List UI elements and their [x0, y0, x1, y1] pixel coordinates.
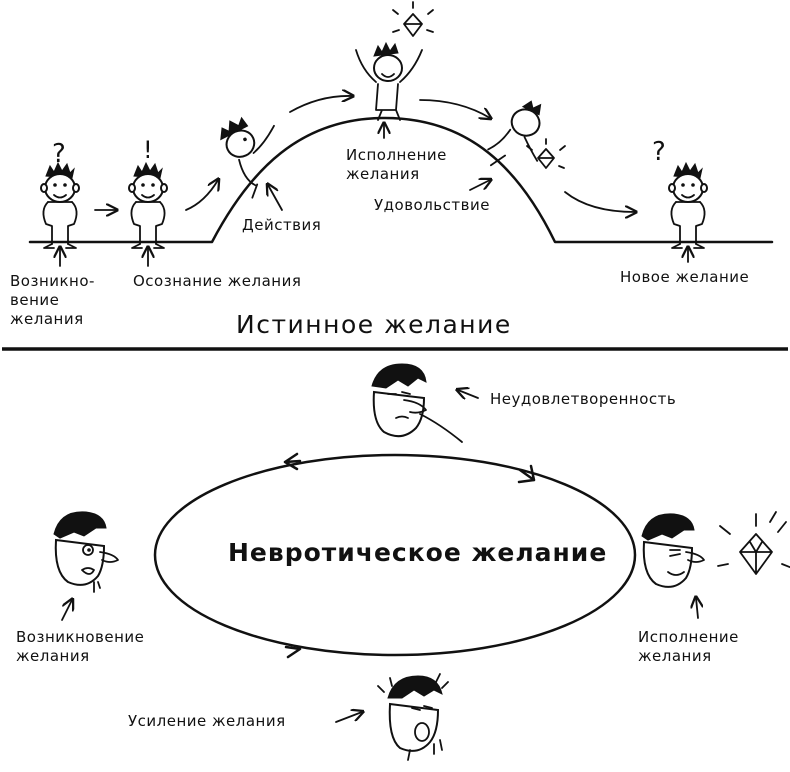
- pointer-arrows-bottom: [61, 390, 698, 723]
- person-satisfaction: [487, 100, 542, 167]
- diamond-top: [392, 1, 434, 37]
- face-arising: [53, 511, 119, 593]
- label-actions: Действия: [242, 216, 322, 234]
- label-arising-top: Возникно- вение желания: [10, 272, 95, 329]
- label-satisfaction: Удовольствие: [374, 196, 490, 214]
- label-fulfillment-top: Исполнение желания: [346, 146, 447, 184]
- person-acting: [220, 116, 275, 199]
- label-arising-bottom-line1: Возникновение: [16, 628, 145, 646]
- flow-arrows-top: [94, 96, 635, 212]
- label-fulfillment-line2: желания: [346, 165, 420, 183]
- person-awareness: [128, 162, 168, 249]
- question-mark-2: ?: [652, 137, 666, 167]
- label-dissatisfaction: Неудовлетворенность: [490, 390, 677, 408]
- exclaim-mark: !: [143, 136, 153, 164]
- diamond-satisfaction: [526, 138, 566, 169]
- face-intensification: [377, 673, 449, 761]
- label-fulfillment-bottom-line1: Исполнение: [638, 628, 739, 646]
- label-fulfillment-bottom-line2: желания: [638, 647, 712, 665]
- question-mark-1: ?: [52, 139, 66, 169]
- face-fulfillment: [641, 513, 705, 588]
- person-arising: [40, 162, 80, 249]
- label-arising-line2: вение: [10, 291, 60, 309]
- label-fulfillment-line1: Исполнение: [346, 146, 447, 164]
- label-arising-bottom-line2: желания: [16, 647, 90, 665]
- label-new-desire: Новое желание: [620, 268, 750, 286]
- title-true-desire: Истинное желание: [236, 310, 512, 339]
- diamond-bottom: [717, 511, 790, 575]
- person-top-joy: [355, 41, 423, 121]
- title-neurotic-desire: Невротическое желание: [228, 538, 608, 567]
- pointer-arrows-top: [60, 124, 688, 267]
- label-fulfillment-bottom: Исполнение желания: [638, 628, 739, 666]
- cycle-ellipse: [153, 452, 637, 659]
- label-arising-line1: Возникно-: [10, 272, 95, 290]
- label-arising-line3: желания: [10, 310, 84, 328]
- face-dissatisfied: [371, 363, 463, 443]
- hill-path: [28, 116, 774, 244]
- person-new-desire: [668, 162, 708, 249]
- label-awareness: Осознание желания: [133, 272, 302, 290]
- label-arising-bottom: Возникновение желания: [16, 628, 144, 666]
- label-intensification: Усиление желания: [128, 712, 286, 730]
